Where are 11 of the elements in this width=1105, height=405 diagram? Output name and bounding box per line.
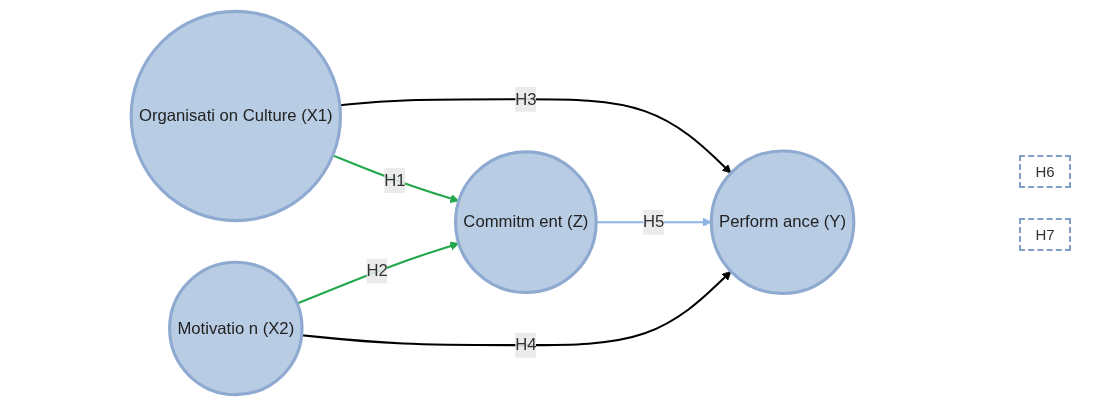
hypothesis-label: H6 xyxy=(1019,154,1071,188)
edge-label: H5 xyxy=(643,212,665,231)
edge-label: H1 xyxy=(384,170,406,189)
edge-label: H3 xyxy=(515,89,537,108)
node-circle: Commitm ent (Z) xyxy=(453,149,598,294)
edge-label: H2 xyxy=(366,261,388,279)
node-circle: Perform ance (Y) xyxy=(709,148,856,295)
node-circle: Organisati on Culture (X1) xyxy=(129,9,342,222)
edge-label: H4 xyxy=(515,335,537,353)
hypothesis-label: H7 xyxy=(1019,217,1071,251)
node-circle: Motivatio n (X2) xyxy=(168,260,304,396)
